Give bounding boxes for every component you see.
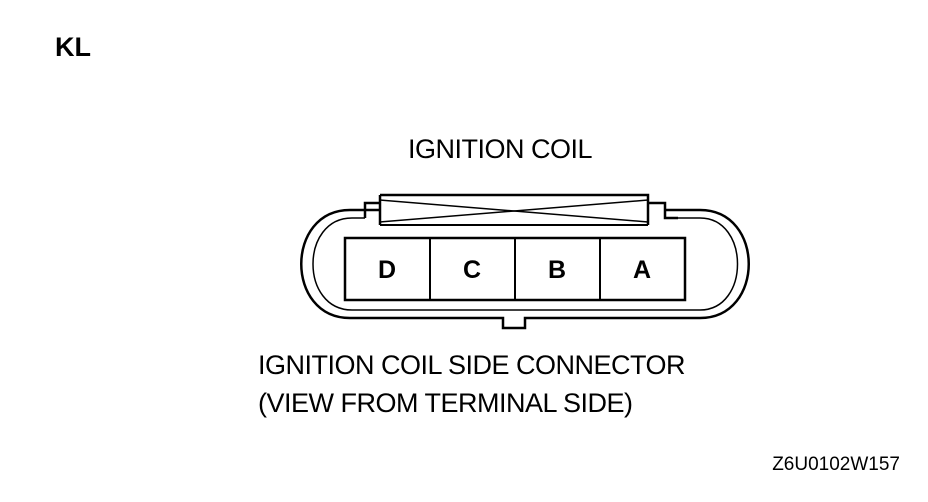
- tab-cross-line: [379, 199, 649, 223]
- pin-label-a: A: [633, 256, 651, 284]
- caption-line-2: (VIEW FROM TERMINAL SIDE): [258, 388, 633, 418]
- figure-code: Z6U0102W157: [772, 454, 900, 475]
- connector-housing: [300, 208, 750, 330]
- pin-label-b: B: [548, 256, 566, 284]
- caption-line-1: IGNITION COIL SIDE CONNECTOR: [258, 350, 686, 380]
- pin-label-d: D: [378, 256, 396, 284]
- model-code-label: KL: [55, 32, 91, 62]
- locking-tab: [363, 193, 678, 225]
- pin-label-c: C: [463, 256, 481, 284]
- connector-caption: IGNITION COIL SIDE CONNECTOR (VIEW FROM …: [258, 346, 686, 422]
- connector-housing-inner: [312, 217, 739, 311]
- component-title: IGNITION COIL: [408, 134, 593, 164]
